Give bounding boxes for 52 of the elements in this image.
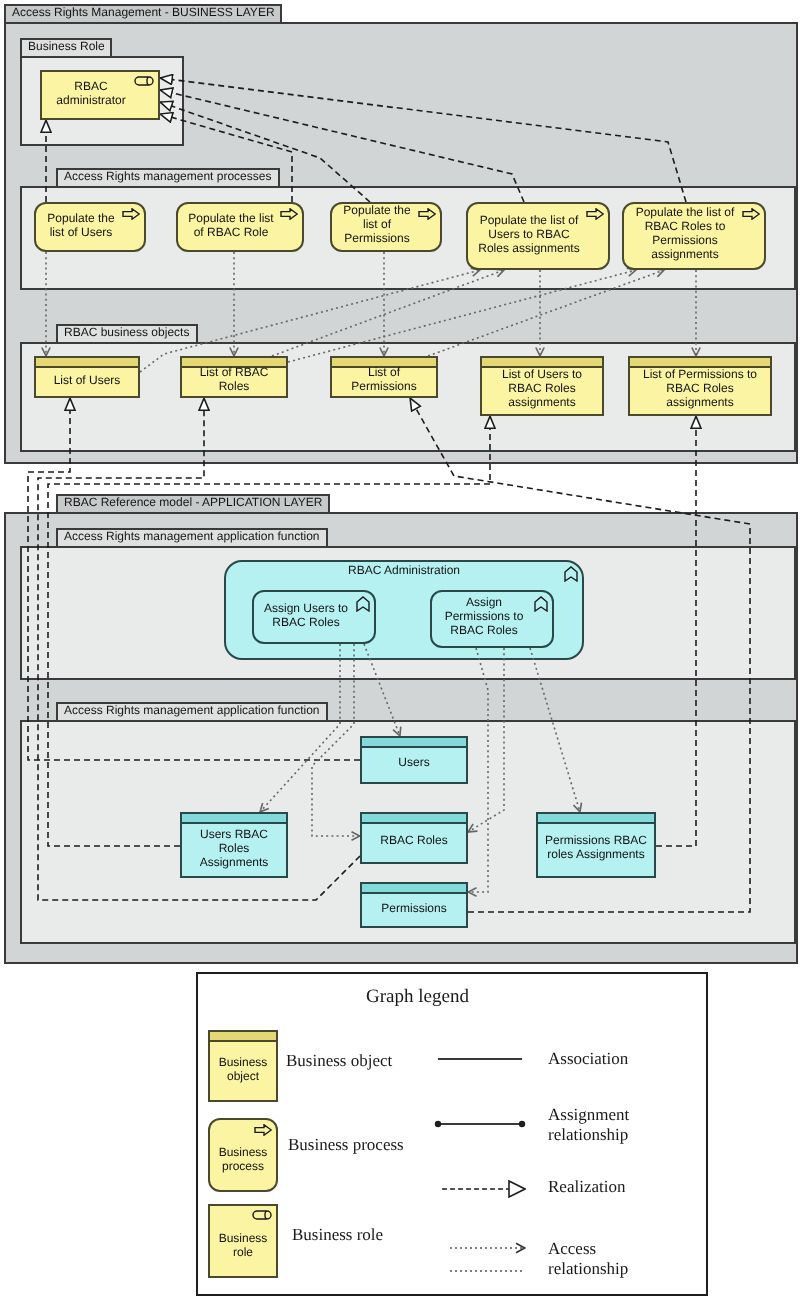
process-box	[330, 202, 442, 252]
data-object-box	[34, 356, 140, 398]
dotted-arrow	[139, 267, 481, 373]
legend-label: Business process	[288, 1134, 404, 1154]
process-box	[34, 202, 146, 252]
legend-title: Graph legend	[366, 988, 469, 1010]
function-group-box	[224, 560, 584, 660]
data-object-box	[360, 736, 468, 784]
role-box	[40, 70, 160, 120]
function-box	[430, 590, 554, 648]
dashed-arrow	[47, 415, 496, 847]
dotted-arrow	[229, 251, 239, 357]
dashed-arrow	[27, 397, 361, 761]
process-box	[466, 202, 610, 270]
data-object-box	[180, 356, 288, 398]
legend-label: Assignment relationship	[548, 1104, 632, 1144]
data-object-box	[330, 356, 438, 398]
dotted-arrow	[259, 643, 341, 813]
dotted-arrow	[427, 268, 665, 357]
data-object-box	[360, 882, 468, 928]
dashed-arrow	[40, 119, 52, 203]
process-box	[176, 202, 304, 252]
dashed-arrow	[37, 397, 361, 901]
dotted-arrow	[467, 647, 489, 897]
legend-label: Association	[548, 1048, 629, 1068]
legend-label: Realization	[548, 1176, 626, 1196]
dotted-arrow	[287, 267, 637, 363]
data-object-box	[180, 812, 288, 878]
dashed-arrow	[159, 100, 371, 203]
dotted-arrow	[467, 647, 505, 833]
dashed-arrow	[159, 111, 293, 203]
dashed-arrow	[159, 87, 525, 203]
data-object-box	[628, 356, 772, 416]
data-object-box	[536, 812, 656, 878]
legend-label: Business object	[286, 1050, 393, 1070]
dotted-arrow	[535, 269, 545, 357]
dashed-arrow	[409, 397, 751, 913]
dotted-arrow	[363, 643, 402, 737]
dotted-arrow	[271, 268, 505, 357]
dotted-arrow	[311, 643, 361, 841]
data-object-box	[480, 356, 604, 416]
dashed-arrow	[655, 415, 702, 847]
legend-label: Access relationship	[548, 1238, 631, 1278]
dotted-arrow	[529, 647, 583, 813]
dotted-arrow	[691, 269, 701, 357]
dotted-arrow	[379, 251, 389, 357]
function-box	[252, 590, 376, 644]
process-box	[622, 202, 766, 270]
legend-label: Business role	[292, 1224, 384, 1244]
dashed-arrow	[159, 73, 687, 203]
dotted-arrow	[41, 251, 51, 357]
data-object-box	[360, 812, 468, 864]
